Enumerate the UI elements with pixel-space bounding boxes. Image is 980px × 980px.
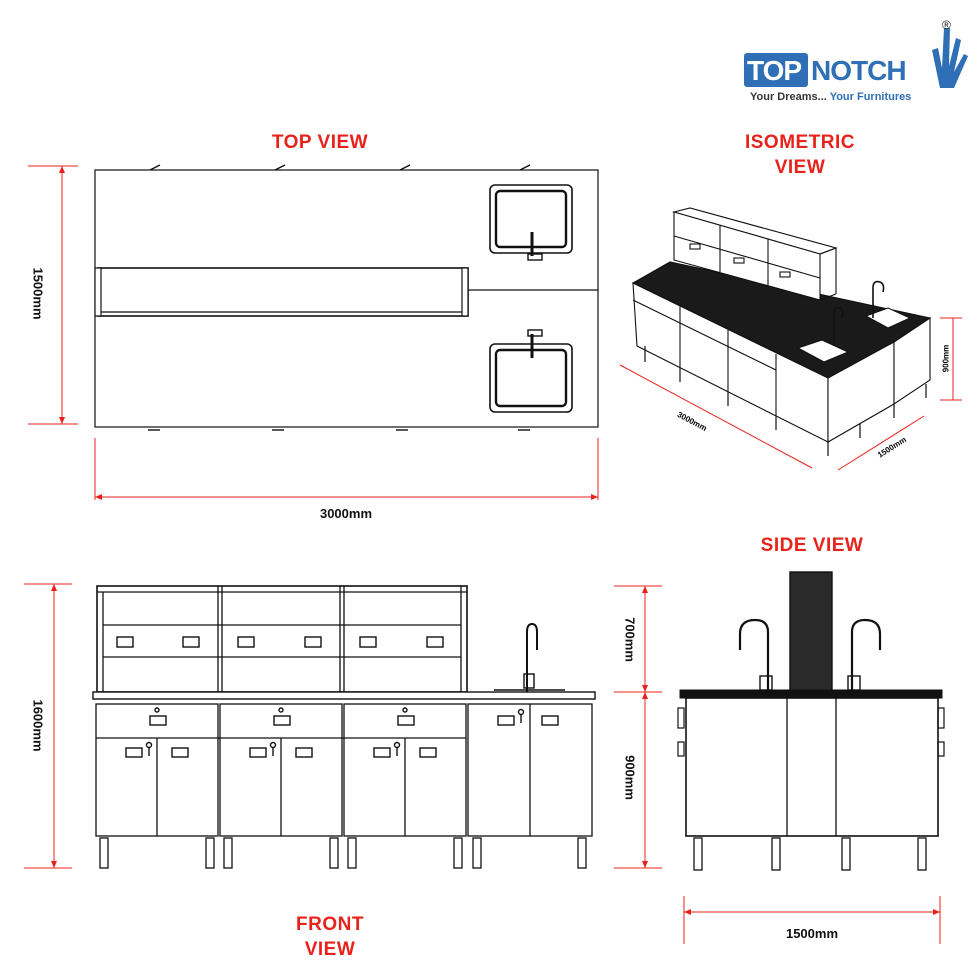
- logo-tagline: Your Dreams... Your Furnitures: [750, 91, 911, 103]
- top-view-shelf: [97, 267, 469, 317]
- tagline-a: Your Dreams...: [750, 91, 827, 103]
- side-view-title: SIDE VIEW: [760, 535, 864, 556]
- top-view-title: TOP VIEW: [271, 132, 369, 153]
- logo-top-text: TOP: [747, 55, 802, 86]
- dim-top-length: 3000mm: [319, 506, 373, 521]
- dim-front-shelf-height: 700mm: [622, 617, 638, 662]
- dim-iso-height: 900mm: [941, 344, 951, 373]
- hand-icon: [932, 28, 968, 88]
- tagline-b: Your Furnitures: [829, 91, 912, 103]
- logo-notch-text: NOTCH: [811, 55, 907, 86]
- iso-title-line2: VIEW: [774, 157, 826, 178]
- dim-side-width: 1500mm: [785, 926, 839, 941]
- iso-title-line1: ISOMETRIC: [744, 132, 856, 153]
- front-view-drawing: [92, 585, 596, 869]
- logo-top-box: [744, 53, 808, 87]
- front-title-line1: FRONT: [296, 914, 364, 935]
- front-title-line2: VIEW: [304, 939, 356, 960]
- side-view-drawing: [677, 571, 945, 871]
- dim-front-counter-height: 900mm: [622, 755, 638, 800]
- brand-logo: TOP NOTCH ® Your Dreams... Your Furnitur…: [744, 18, 968, 110]
- isometric-view-drawing: [631, 207, 932, 456]
- front-view-title: FRONT VIEW: [240, 912, 420, 962]
- isometric-view-title: ISOMETRIC VIEW: [710, 130, 890, 180]
- registered-mark: ®: [942, 18, 951, 32]
- dim-top-depth: 1500mm: [30, 267, 46, 320]
- dim-front-total-height: 1600mm: [30, 699, 46, 752]
